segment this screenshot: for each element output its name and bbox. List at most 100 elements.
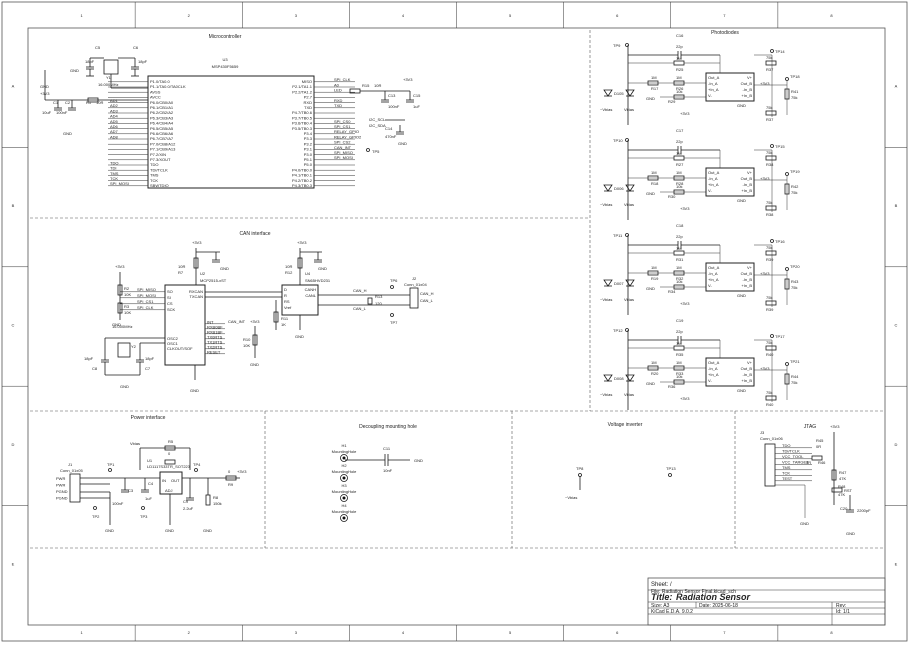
- photo-tp-label: TP17: [775, 334, 785, 339]
- mounting-hole-icon: [340, 454, 348, 462]
- mcu-pin-label: TMS: [150, 173, 159, 178]
- mcu-pin-label: P4.3/TB0.3: [292, 183, 313, 188]
- mcu-net-label: SPI_CS0: [334, 119, 351, 124]
- label-r5-value: 0: [168, 451, 171, 456]
- mounting-hole-center: [342, 496, 346, 500]
- test-point-icon: [785, 362, 789, 366]
- photo-res-value: 1M: [676, 75, 682, 80]
- opamp-pin-label: -In_B: [742, 87, 752, 92]
- label-i2c-sda: I2C_SDA: [369, 123, 386, 128]
- label-c13-value: 100nF: [388, 104, 400, 109]
- resistor: [765, 250, 777, 256]
- photo-res-value: 75k: [791, 190, 797, 195]
- border-col-label: 8: [830, 630, 833, 635]
- photo-res-value: 75k: [791, 95, 797, 100]
- label-r11-value: 1K: [281, 322, 286, 327]
- u2-pin-label: OSC1: [167, 341, 179, 346]
- label-c20: C20: [840, 506, 848, 511]
- photo-cap-label: C18: [676, 223, 684, 228]
- mcu-pin-label: P4.2/TB0.2: [292, 178, 313, 183]
- border-col-label: 6: [616, 630, 619, 635]
- label-y2: Y2: [131, 344, 137, 349]
- label-r45: R45: [816, 438, 824, 443]
- photo-tp-label: TP10: [613, 138, 623, 143]
- label-r3: R3: [124, 304, 130, 309]
- opamp-pin-label: +In_A: [708, 87, 719, 92]
- u4-pin-label: D: [284, 287, 287, 292]
- photo-res-value: 1M: [676, 246, 682, 251]
- photo-res-value: 1M: [676, 56, 682, 61]
- photo-res-value: 75k: [766, 150, 772, 155]
- opamp-pin-label: -In_A: [708, 366, 718, 371]
- label-gnd-pwr1: GND: [105, 528, 114, 533]
- border-col-label: 2: [188, 13, 191, 18]
- label-r7-value: 10R: [178, 264, 185, 269]
- photo-res-label: R18: [651, 181, 659, 186]
- photo-tp-label: TP12: [613, 328, 623, 333]
- opamp-pin-label: V+: [747, 265, 753, 270]
- jtag-net-label: TCK: [782, 471, 790, 476]
- opamp-pin-label: Out_A: [708, 360, 720, 365]
- mcu-pin-label: P6.2/CB2/A2: [150, 110, 174, 115]
- label-y1: Y1: [106, 75, 112, 80]
- label-c14-value: 470nF: [385, 134, 397, 139]
- opamp-pin-label: -In_A: [708, 176, 718, 181]
- label-r2-value: 10K: [124, 292, 131, 297]
- opamp-pin-label: +In_B: [741, 93, 752, 98]
- mounting-hole-center: [342, 516, 346, 520]
- photo-tp-label: TP9: [613, 43, 621, 48]
- photo-res-label: R17: [651, 86, 659, 91]
- u2-pin-label: OSC2: [167, 336, 179, 341]
- label-gnd-jtag1: GND: [800, 521, 809, 526]
- photo-res-label: R29: [668, 99, 676, 104]
- photo-res-value: 10k: [676, 374, 682, 379]
- opamp-pin-label: V-: [708, 93, 712, 98]
- label-gnd-3: GND: [63, 131, 72, 136]
- mcu-net-label: TDI: [110, 166, 116, 171]
- photo-tp-label: TP21: [790, 359, 800, 364]
- u4-pin-label: CANH: [305, 287, 316, 292]
- opamp-pin-label: +In_B: [741, 283, 752, 288]
- mcu-pin-label: P6.1/CB1/A1: [150, 105, 174, 110]
- mcu-net-label: AD3: [110, 108, 119, 113]
- border-row-label: E: [12, 561, 15, 566]
- photo-res-label: R28: [676, 181, 684, 186]
- label-mounting-hole: MountingHole: [332, 449, 357, 454]
- mcu-net-label: TXD: [334, 103, 342, 108]
- section-title-decoupling: Decoupling mounting hole: [359, 424, 417, 430]
- photo-tp-label: TP11: [613, 233, 623, 238]
- photo-res-value: 1M: [676, 151, 682, 156]
- label-c5-value: 18pF: [85, 59, 95, 64]
- mcu-pin-label: P7.1/CB9/A13: [150, 147, 176, 152]
- opamp-pin-label: Out_B: [741, 366, 753, 371]
- photodiode-icon: [625, 89, 635, 97]
- u4-pin-label: R: [284, 293, 287, 298]
- label-rst: RST: [844, 488, 853, 493]
- page-title: Radiation Sensor: [676, 592, 751, 602]
- border-row-label: E: [895, 561, 898, 566]
- label-can-int: CAN_INT: [228, 319, 246, 324]
- photo-res-label: R40: [766, 352, 774, 357]
- label-tp2: TP2: [92, 514, 100, 519]
- photo-res-label: R37: [766, 117, 774, 122]
- opamp-pin-label: +In_B: [741, 378, 752, 383]
- photodiode-channel: TP9C1622pR251M1MR171MR2610kR29GNDOut_A-I…: [600, 33, 800, 125]
- jtag-net-label: TMS: [782, 465, 791, 470]
- border-row-label: D: [895, 442, 898, 447]
- label-y2-freq: 16.000MHz: [112, 324, 132, 329]
- mcu-net-label: AD2: [110, 103, 119, 108]
- photo-res-label: R41: [791, 89, 799, 94]
- photo-vcc-label: +3V3: [760, 366, 770, 371]
- label-c2-value: 100nF: [56, 110, 68, 115]
- mcu-net-label: TMS: [110, 171, 119, 176]
- opamp-U8: [705, 357, 755, 387]
- resistor: [673, 155, 685, 161]
- photo-res-label: R37: [766, 67, 774, 72]
- mcu-pin-label: P3.0: [304, 152, 313, 157]
- spi-net-label: SPI_MOSI: [137, 293, 156, 298]
- mcu-pin-label: P5.1: [304, 157, 313, 162]
- title-date: Date: 2025-06-18: [699, 603, 738, 609]
- border-col-label: 2: [188, 630, 191, 635]
- photo-res-label: R34: [668, 289, 676, 294]
